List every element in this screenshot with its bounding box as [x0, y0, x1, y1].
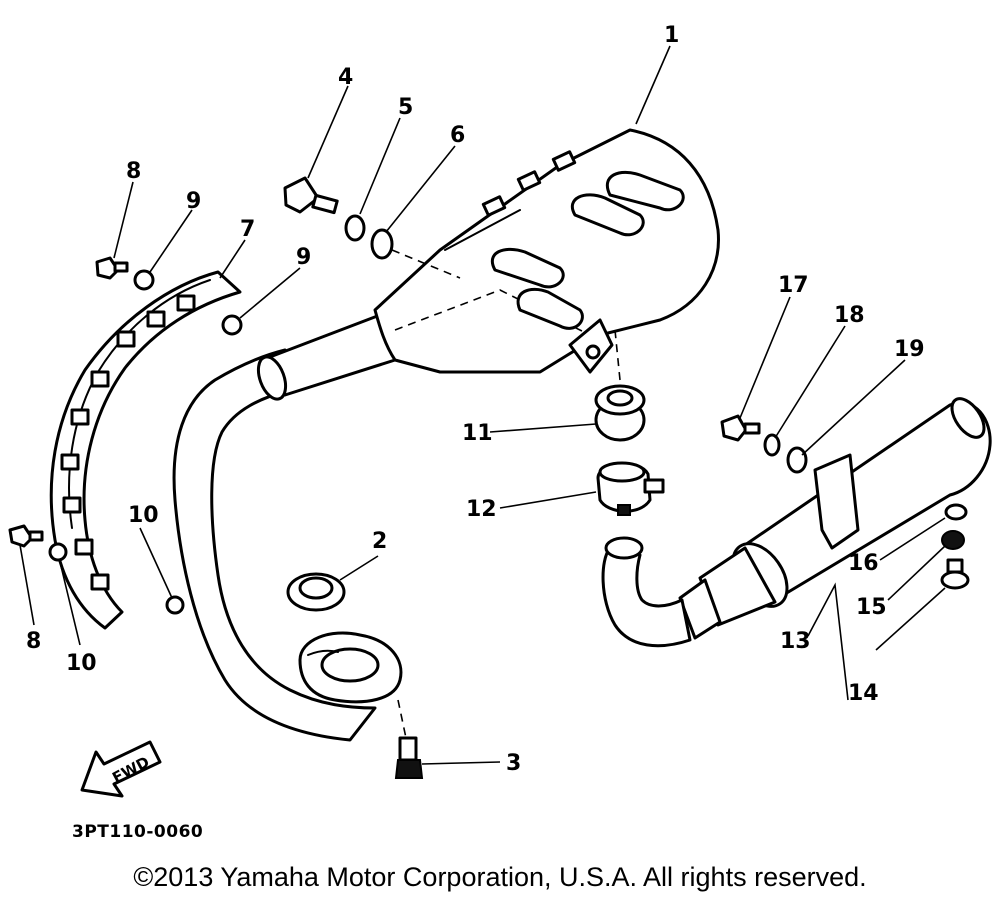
- muffler-washer: [786, 446, 808, 474]
- protector-slot: [90, 370, 110, 388]
- callout-18: 18: [834, 303, 865, 328]
- callout-numbers: 1 2 3 4 5 6 7 8 9 9 10 11 12 13 14 15 16…: [26, 23, 925, 776]
- exhaust-gasket: [286, 572, 346, 612]
- callout-5: 5: [398, 95, 413, 120]
- protector-slot: [70, 408, 90, 426]
- copyright-notice: ©2013 Yamaha Motor Corporation, U.S.A. A…: [133, 862, 867, 892]
- callout-11: 11: [462, 421, 493, 446]
- collar: [48, 542, 68, 562]
- protector-bolt: [8, 524, 44, 548]
- protector-slot: [146, 310, 166, 328]
- flange-bolt: [394, 699, 424, 779]
- callout-8b: 8: [26, 629, 41, 654]
- exhaust-flange: [298, 631, 403, 704]
- protector-slot: [116, 330, 136, 348]
- callout-8: 8: [126, 159, 141, 184]
- callout-15: 15: [856, 595, 887, 620]
- protector-slot: [176, 294, 196, 312]
- protector-bolt: [95, 256, 129, 280]
- protector-slot: [60, 453, 80, 471]
- muffler-spring-washer: [763, 433, 781, 457]
- callout-7: 7: [240, 217, 255, 242]
- callout-17: 17: [778, 273, 809, 298]
- collar: [165, 595, 185, 615]
- callout-9: 9: [186, 189, 201, 214]
- callout-14: 14: [848, 681, 879, 706]
- drawing-code: 3PT110-0060: [72, 822, 204, 842]
- callout-10b: 10: [66, 651, 97, 676]
- callout-6: 6: [450, 123, 465, 148]
- callout-3: 3: [506, 751, 521, 776]
- muffler-bolt: [720, 414, 761, 442]
- callout-4: 4: [338, 65, 353, 90]
- spring-washer: [344, 214, 366, 242]
- muffler: [601, 397, 992, 648]
- callout-13: 13: [780, 629, 811, 654]
- callout-1: 1: [664, 23, 679, 48]
- callout-10: 10: [128, 503, 159, 528]
- protector-slot: [74, 538, 94, 556]
- muffler-mount-bolt: [940, 558, 970, 590]
- chamber-bolt: [283, 176, 339, 215]
- plain-washer: [370, 228, 394, 260]
- damper-grommet: [594, 329, 646, 442]
- callout-12: 12: [466, 497, 497, 522]
- exhaust-pipe-assembly: [172, 128, 720, 742]
- callout-9b: 9: [296, 245, 311, 270]
- callout-16: 16: [848, 551, 879, 576]
- collar: [133, 269, 155, 291]
- muffler-collar: [944, 503, 968, 521]
- collar: [221, 314, 243, 336]
- protector-slot: [62, 496, 82, 514]
- callout-2: 2: [372, 529, 387, 554]
- fwd-arrow: FWD: [80, 740, 162, 798]
- muffler-nut: [941, 530, 965, 550]
- protector-slot: [90, 573, 110, 591]
- pipe-clamp: [596, 461, 665, 516]
- heat-protector: [49, 270, 242, 630]
- callout-19: 19: [894, 337, 925, 362]
- leader-lines: [19, 45, 946, 765]
